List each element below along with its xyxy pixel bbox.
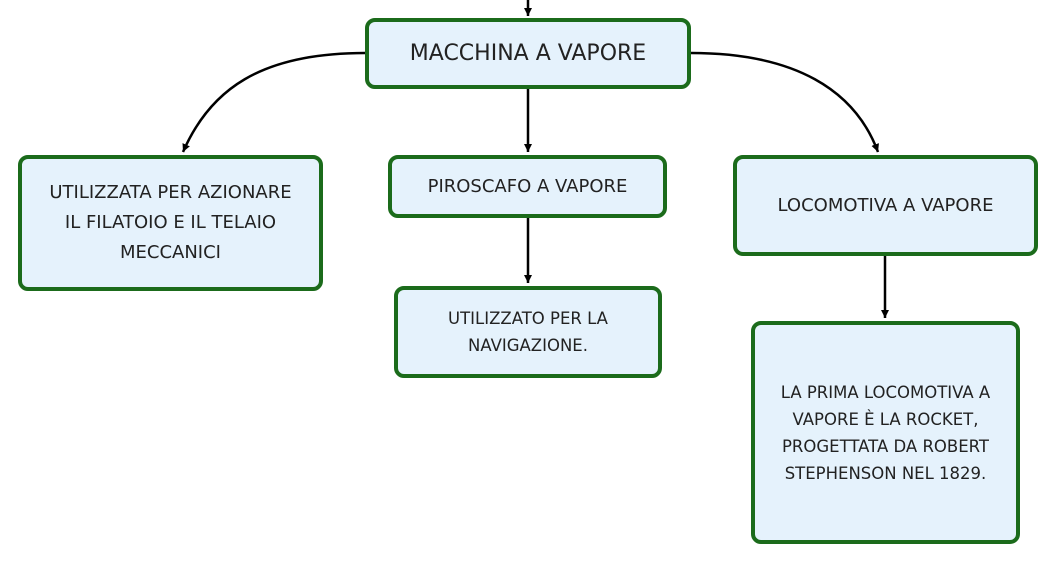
link-root-left (181, 51, 366, 153)
node-locomotiva-a-vapore[interactable]: LOCOMOTIVA A VAPORE (733, 155, 1038, 256)
node-rocket-stephenson[interactable]: LA PRIMA LOCOMOTIVA A VAPORE È LA ROCKET… (751, 321, 1020, 544)
node-filatoio-telaio[interactable]: UTILIZZATA PER AZIONARE IL FILATOIO E IL… (18, 155, 323, 291)
node-label: LOCOMOTIVA A VAPORE (777, 195, 994, 216)
node-label: MACCHINA A VAPORE (409, 41, 647, 66)
node-macchina-a-vapore[interactable]: MACCHINA A VAPORE (365, 18, 691, 89)
link-root-right (690, 51, 880, 153)
node-piroscafo-a-vapore[interactable]: PIROSCAFO A VAPORE (388, 155, 667, 218)
node-navigazione[interactable]: UTILIZZATO PER LA NAVIGAZIONE. (394, 286, 662, 378)
node-label: UTILIZZATA PER AZIONARE IL FILATOIO E IL… (49, 182, 292, 263)
node-label: PIROSCAFO A VAPORE (427, 176, 628, 197)
node-label: LA PRIMA LOCOMOTIVA A VAPORE È LA ROCKET… (780, 382, 991, 483)
node-label: UTILIZZATO PER LA NAVIGAZIONE. (448, 309, 608, 355)
